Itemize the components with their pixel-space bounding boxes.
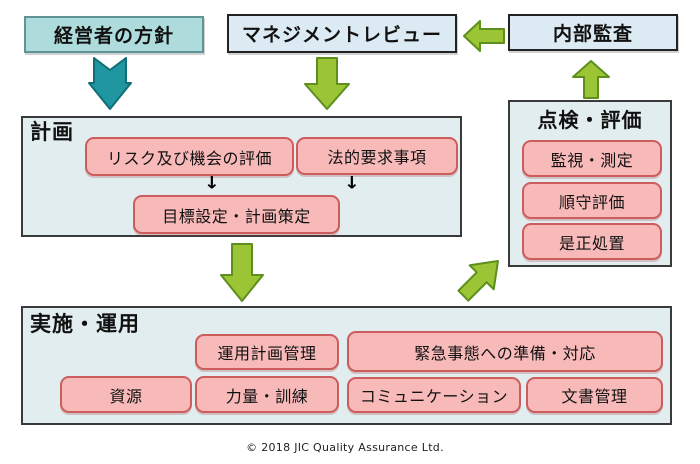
emergency-preparedness-label: 緊急事態への準備・対応 [414,343,596,363]
black-down-arrow-icon: ↓ [204,173,220,193]
management-review-box: マネジメントレビュー [227,14,457,53]
goal-planning-label: 目標設定・計画策定 [162,206,311,226]
check-section-title: 点検・評価 [537,108,643,132]
risk-opportunity-label: リスク及び機会の評価 [106,148,272,168]
legal-requirements-box: 法的要求事項 [296,137,458,175]
green-down-arrow-icon [219,243,265,303]
compliance-eval-box: 順守評価 [522,182,662,219]
resources-box: 資源 [60,376,192,413]
black-down-arrow-icon: ↓ [344,173,360,193]
management-policy-label: 経営者の方針 [53,25,174,47]
do-section-title: 実施・運用 [30,312,140,336]
communication-box: コミュニケーション [347,377,521,413]
operation-plan-label: 運用計画管理 [217,344,317,363]
risk-opportunity-box: リスク及び機会の評価 [85,137,294,176]
compliance-eval-label: 順守評価 [558,192,625,212]
corrective-action-label: 是正処置 [558,233,625,253]
competence-training-label: 力量・訓練 [225,386,309,406]
teal-down-arrow-icon [88,57,132,111]
goal-planning-box: 目標設定・計画策定 [133,195,340,234]
resources-label: 資源 [109,386,143,406]
emergency-preparedness-box: 緊急事態への準備・対応 [347,331,663,372]
plan-section-panel: 計画 リスク及び機会の評価 法的要求事項 ↓ ↓ 目標設定・計画策定 [21,116,462,237]
green-down-arrow-icon [303,57,351,111]
communication-label: コミュニケーション [359,387,509,406]
check-section-panel: 点検・評価 監視・測定 順守評価 是正処置 [508,100,672,267]
competence-training-box: 力量・訓練 [195,376,339,413]
green-up-arrow-icon [571,60,611,99]
do-section-panel: 実施・運用 運用計画管理 緊急事態への準備・対応 資源 力量・訓練 コミュニケー… [21,306,672,425]
document-control-label: 文書管理 [561,387,628,406]
management-policy-box: 経営者の方針 [24,16,204,53]
internal-audit-label: 内部監査 [552,23,633,45]
legal-requirements-label: 法的要求事項 [327,148,427,167]
green-left-arrow-icon [463,20,506,52]
copyright-text: © 2018 JIC Quality Assurance Ltd. [246,441,444,454]
corrective-action-box: 是正処置 [522,223,662,260]
document-control-box: 文書管理 [526,377,663,413]
monitoring-box: 監視・測定 [522,140,662,177]
green-diagonal-arrow-icon [449,246,513,310]
monitoring-label: 監視・測定 [550,150,634,170]
internal-audit-box: 内部監査 [508,14,678,51]
operation-plan-box: 運用計画管理 [195,334,339,370]
management-review-label: マネジメントレビュー [241,24,442,46]
plan-section-title: 計画 [30,120,74,144]
